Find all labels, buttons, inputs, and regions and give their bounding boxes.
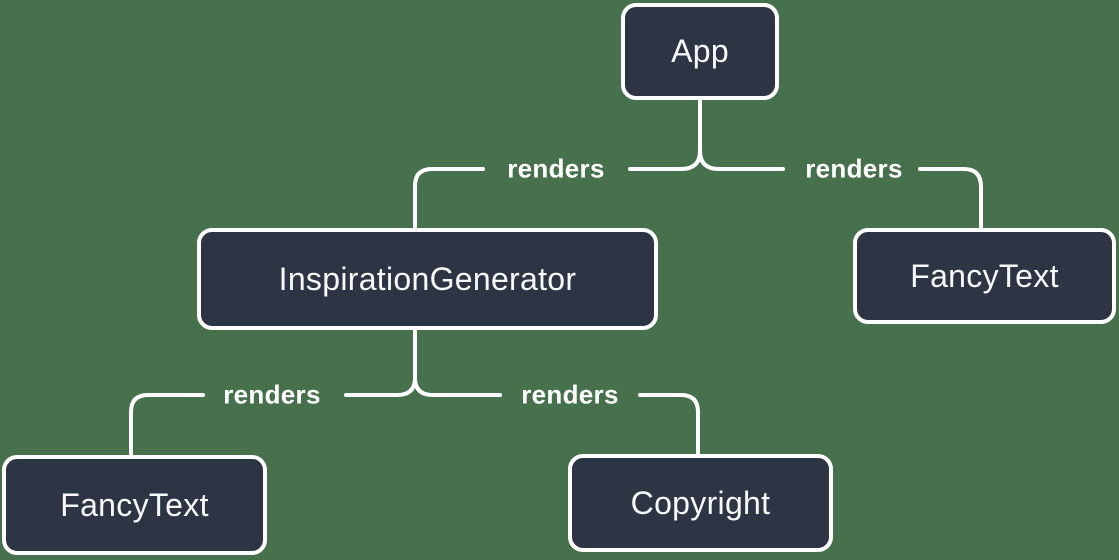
node-inspiration-generator: InspirationGenerator [197,228,658,330]
edge-label-app-inspirationgenerator: renders [507,153,605,184]
node-copyright-label: Copyright [630,484,771,521]
edge-label-inspirationgenerator-fancytext: renders [223,379,321,410]
edge-label-app-fancytext: renders [805,153,903,184]
node-app-label: App [671,33,729,69]
node-fancy-text-bottom-label: FancyText [60,486,209,523]
edge-label-inspirationgenerator-copyright: renders [521,379,619,410]
node-inspiration-generator-label: InspirationGenerator [278,260,577,297]
node-app: App [621,3,779,100]
node-copyright: Copyright [568,454,833,552]
node-fancy-text-bottom: FancyText [2,455,267,555]
node-fancy-text-top: FancyText [853,228,1116,324]
node-fancy-text-top-label: FancyText [910,257,1059,294]
